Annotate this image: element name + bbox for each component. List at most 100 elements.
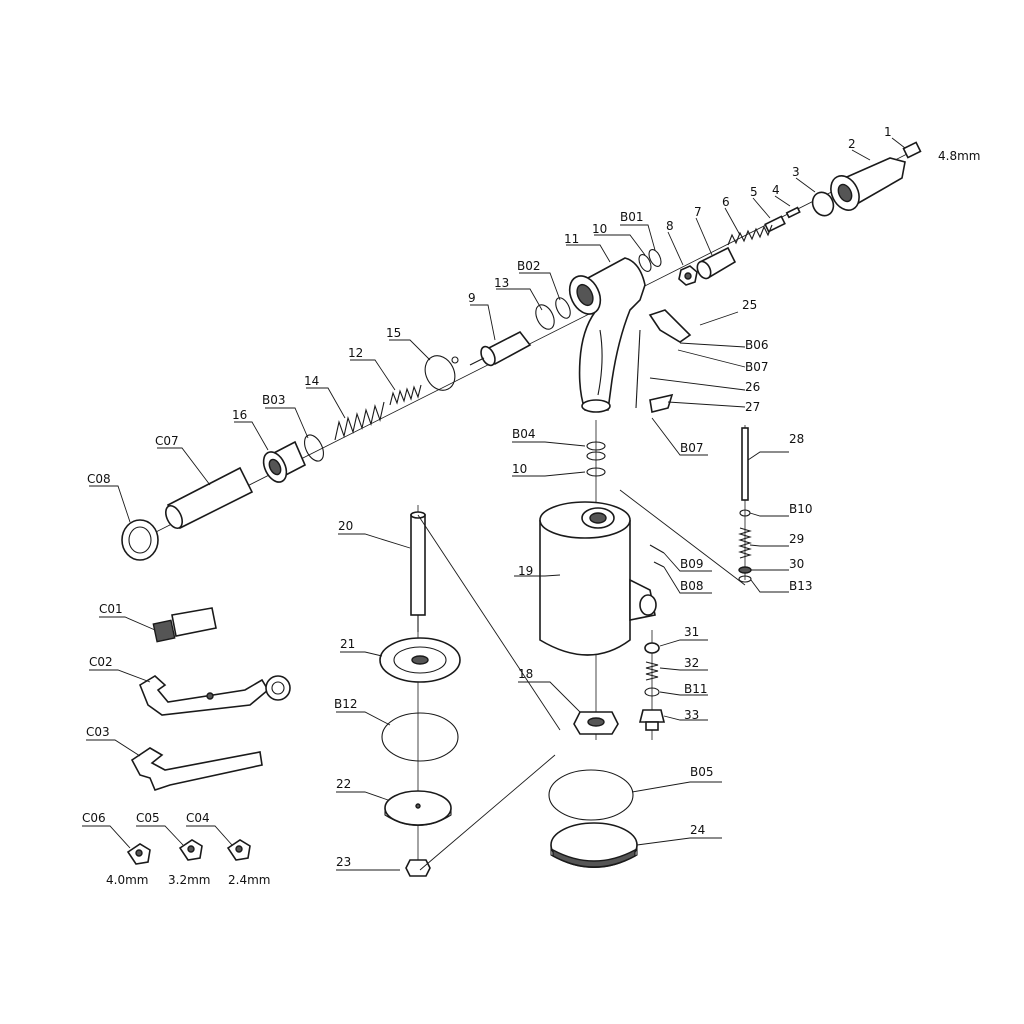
label-24: 24 <box>690 823 705 837</box>
part-16-end-cap <box>262 440 307 483</box>
part-8-nut <box>678 265 698 286</box>
part-20-tube <box>410 511 426 632</box>
pin-b09 <box>649 544 665 554</box>
accessory-c02-wrench <box>139 675 291 716</box>
part-13-ring <box>535 304 555 330</box>
o-ring-b02 <box>555 297 571 319</box>
part-4-jaws <box>785 206 801 219</box>
part-22-disc <box>384 790 452 826</box>
label-b10: B10 <box>789 502 813 516</box>
part-15-gasket <box>424 355 459 391</box>
label-c05: C05 <box>136 811 160 825</box>
label-b09: B09 <box>680 557 704 571</box>
label-4: 4 <box>772 183 780 197</box>
label-c07: C07 <box>155 434 179 448</box>
part-31-cap <box>644 642 660 654</box>
label-31: 31 <box>684 625 699 639</box>
label-b12: B12 <box>334 697 358 711</box>
part-9-piston-rod <box>469 330 532 367</box>
label-26: 26 <box>745 380 760 394</box>
o-ring-b01 <box>648 249 662 267</box>
label-c01: C01 <box>99 602 123 616</box>
part-28-stem <box>741 427 749 501</box>
label-c03: C03 <box>86 725 110 739</box>
label-10-lower: 10 <box>512 462 527 476</box>
label-9: 9 <box>468 291 476 305</box>
part-23-nut <box>405 859 431 877</box>
label-size-c05: 3.2mm <box>168 873 210 887</box>
label-8: 8 <box>666 219 674 233</box>
part-27-lever <box>649 393 674 413</box>
label-b13: B13 <box>789 579 813 593</box>
label-c04: C04 <box>186 811 210 825</box>
label-22: 22 <box>336 777 351 791</box>
label-c06: C06 <box>82 811 106 825</box>
part-6-spring <box>727 224 773 246</box>
label-size-c04: 2.4mm <box>228 873 270 887</box>
label-b07-lower: B07 <box>680 441 704 455</box>
part-32-spring <box>645 661 659 681</box>
label-27: 27 <box>745 400 760 414</box>
label-b01: B01 <box>620 210 644 224</box>
label-25: 25 <box>742 298 757 312</box>
part-c08-collar <box>121 519 159 561</box>
label-16: 16 <box>232 408 247 422</box>
part-7-sleeve <box>696 246 737 280</box>
ring-b13 <box>738 575 752 583</box>
part-18-nut <box>573 711 619 735</box>
label-b05: B05 <box>690 765 714 779</box>
part-26-rod <box>635 329 641 409</box>
label-30: 30 <box>789 557 804 571</box>
label-b06: B06 <box>745 338 769 352</box>
labels: 1 2 4.8mm 3 4 5 6 7 8 B01 10 11 B02 13 9… <box>82 125 980 887</box>
label-size-c06: 4.0mm <box>106 873 148 887</box>
label-13: 13 <box>494 276 509 290</box>
part-12-spring <box>389 384 422 406</box>
label-2: 2 <box>848 137 856 151</box>
label-6: 6 <box>722 195 730 209</box>
label-1: 1 <box>884 125 892 139</box>
label-28: 28 <box>789 432 804 446</box>
accessory-c01-nozzle-holder <box>152 607 217 643</box>
ring-b12 <box>381 712 459 762</box>
label-10-upper: 10 <box>592 222 607 236</box>
part-5-pusher <box>764 215 786 233</box>
o-ring-10-lower <box>586 467 606 477</box>
part-14-spring <box>334 401 385 441</box>
label-23: 23 <box>336 855 351 869</box>
accessory-c06-nozzle <box>126 843 151 865</box>
label-b02: B02 <box>517 259 541 273</box>
label-18: 18 <box>518 667 533 681</box>
leader-20-to-18 <box>417 514 561 731</box>
leader-23-to-24 <box>419 754 556 871</box>
gasket-b05 <box>548 769 634 821</box>
label-b11: B11 <box>684 682 708 696</box>
o-ring-10-upper <box>638 254 652 272</box>
label-leaders <box>82 137 906 871</box>
part-11-gun-body <box>568 257 646 413</box>
label-21: 21 <box>340 637 355 651</box>
part-c07-tube <box>164 466 254 530</box>
label-15: 15 <box>386 326 401 340</box>
label-3: 3 <box>792 165 800 179</box>
o-ring-b03 <box>303 434 325 462</box>
part-29-spring <box>738 527 752 559</box>
label-c02: C02 <box>89 655 113 669</box>
label-size-1: 4.8mm <box>938 149 980 163</box>
part-3-jaw-case <box>811 191 835 217</box>
part-24-filter <box>550 822 638 869</box>
label-7: 7 <box>694 205 702 219</box>
label-c08: C08 <box>87 472 111 486</box>
label-14: 14 <box>304 374 319 388</box>
label-29: 29 <box>789 532 804 546</box>
label-32: 32 <box>684 656 699 670</box>
accessory-c03-wrench <box>130 747 263 791</box>
pin-b08 <box>653 561 665 568</box>
label-b08: B08 <box>680 579 704 593</box>
leader-19-to-b13 <box>619 489 746 586</box>
label-b03: B03 <box>262 393 286 407</box>
label-b04: B04 <box>512 427 536 441</box>
label-33: 33 <box>684 708 699 722</box>
part-33-plug <box>638 709 666 731</box>
